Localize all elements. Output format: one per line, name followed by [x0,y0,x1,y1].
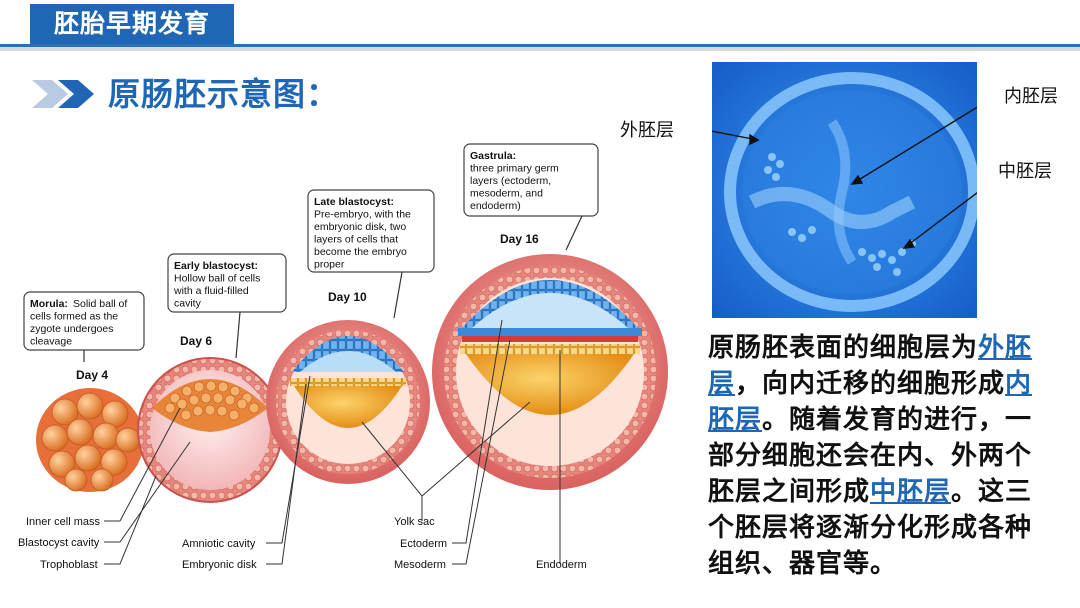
label-inner-cell-mass: Inner cell mass [26,516,100,528]
morula-illustration [36,388,144,492]
day-4-label: Day 4 [76,368,108,382]
gastrula-illustration [432,254,668,490]
early-blastocyst-caption-bold: Early blastocyst: [174,260,258,272]
gastrula-caption-bold: Gastrula: [470,150,516,162]
slide-subtitle: 原肠胚示意图： [108,72,339,116]
ectoderm-label: 外胚层 [620,116,674,142]
label-mesoderm: Mesoderm [394,559,446,571]
desc-part-2: ，向内迁移的细胞形成 [735,369,1005,399]
morula-caption-bold: Morula: [30,298,68,310]
gastrula-micrograph [712,62,977,318]
description-paragraph: 原肠胚表面的细胞层为外胚层，向内迁移的细胞形成内胚层。随着发育的进行，一部分细胞… [708,330,1043,582]
desc-part-1: 原肠胚表面的细胞层为 [708,333,978,363]
svg-text:Morula:: Morula: [30,298,68,310]
mesoderm-label: 中胚层 [998,157,1052,183]
label-ectoderm: Ectoderm [400,538,447,550]
double-chevron-icon [30,72,100,116]
day-10-label: Day 10 [328,290,367,304]
label-embryonic-disk: Embryonic disk [182,559,257,571]
header-divider-shadow [0,47,1080,51]
day-6-label: Day 6 [180,334,212,348]
label-trophoblast: Trophoblast [40,559,98,571]
early-blastocyst-illustration [138,358,282,502]
page-title: 胚胎早期发育 [30,4,234,44]
late-blastocyst-illustration [266,320,430,484]
label-endoderm: Endoderm [536,559,587,571]
late-blastocyst-caption-bold: Late blastocyst: [314,196,394,208]
term-mesoderm: 中胚层 [870,477,951,507]
header-bar: 胚胎早期发育 [0,0,1080,46]
label-blastocyst-cavity: Blastocyst cavity [18,537,100,549]
endoderm-label: 内胚层 [1004,82,1058,108]
day-16-label: Day 16 [500,232,539,246]
label-yolk-sac: Yolk sac [394,516,435,528]
label-amniotic-cavity: Amniotic cavity [182,538,256,550]
